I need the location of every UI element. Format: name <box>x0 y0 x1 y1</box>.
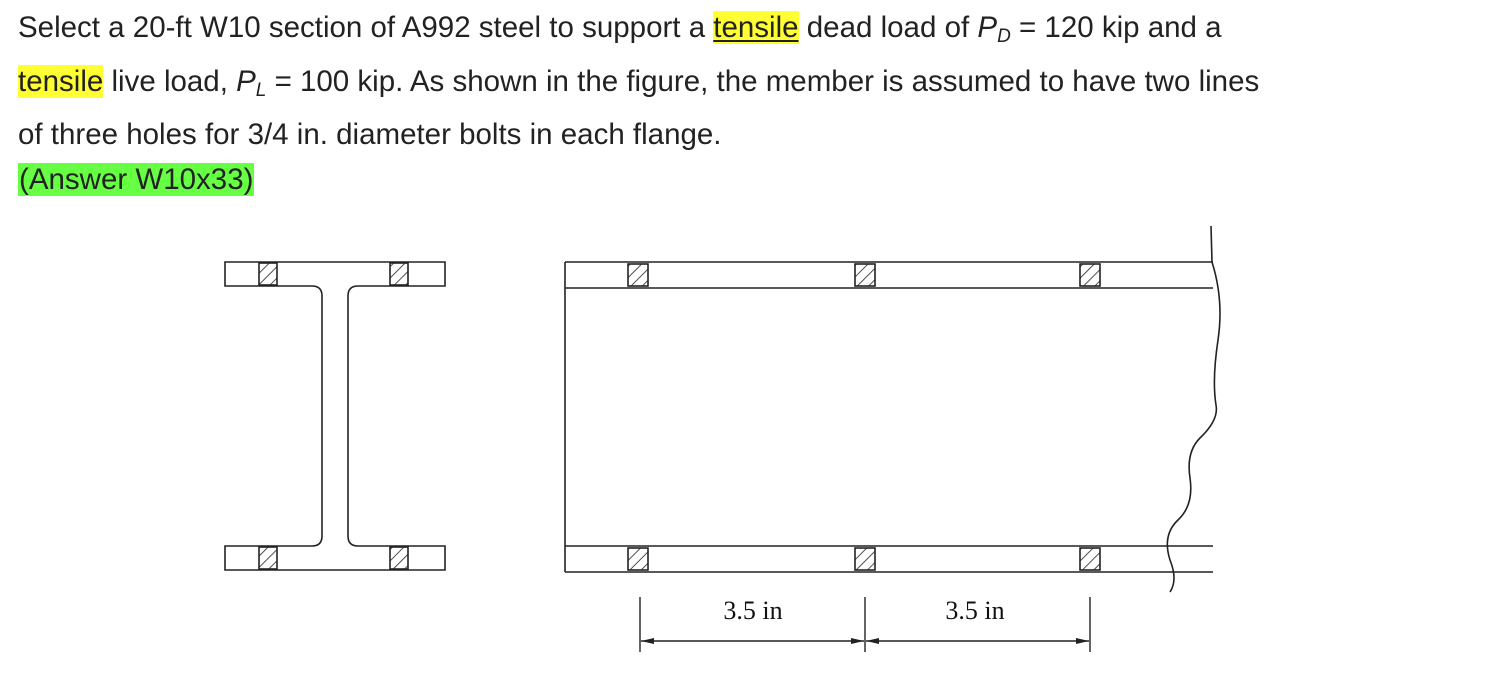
pl-subscript: L <box>255 79 267 101</box>
cross-section-w-shape <box>224 261 446 571</box>
spacing-label-2: 3.5 in <box>945 596 1004 625</box>
pl-symbol: P <box>236 64 256 98</box>
spacing-label-1: 3.5 in <box>723 596 782 625</box>
text-pl-value: = 100 kip. As shown in the figure, the m… <box>266 64 1260 98</box>
hole-bottom-3 <box>1079 547 1101 571</box>
text-live-load: live load, <box>103 64 237 98</box>
answer-highlight: (Answer W10x33) <box>18 162 255 196</box>
hole-top-left <box>258 262 278 286</box>
dimension-lines <box>639 597 1091 652</box>
hole-bottom-right <box>389 546 409 570</box>
text-pd-value: = 120 kip and a <box>1010 11 1222 44</box>
break-line <box>1166 225 1221 593</box>
plan-view <box>564 225 1221 593</box>
highlight-tensile-2: tensile <box>18 64 104 98</box>
text-select: Select a 20-ft W10 section of A992 steel… <box>18 11 714 44</box>
text-holes: of three holes for 3/4 in. diameter bolt… <box>18 118 722 151</box>
highlight-tensile-1: tensile <box>713 11 799 44</box>
pd-symbol: P <box>977 11 998 44</box>
cross-section-outline <box>224 261 446 571</box>
hole-top-2 <box>854 263 876 287</box>
hole-bottom-left <box>258 546 278 570</box>
hole-top-right <box>389 262 409 286</box>
problem-statement: Select a 20-ft W10 section of A992 steel… <box>18 6 1458 202</box>
hole-top-3 <box>1079 263 1101 287</box>
text-dead-load: dead load of <box>798 11 978 44</box>
pd-subscript: D <box>997 26 1011 47</box>
hole-bottom-2 <box>854 547 876 571</box>
hole-bottom-1 <box>627 547 649 571</box>
hole-top-1 <box>627 263 649 287</box>
